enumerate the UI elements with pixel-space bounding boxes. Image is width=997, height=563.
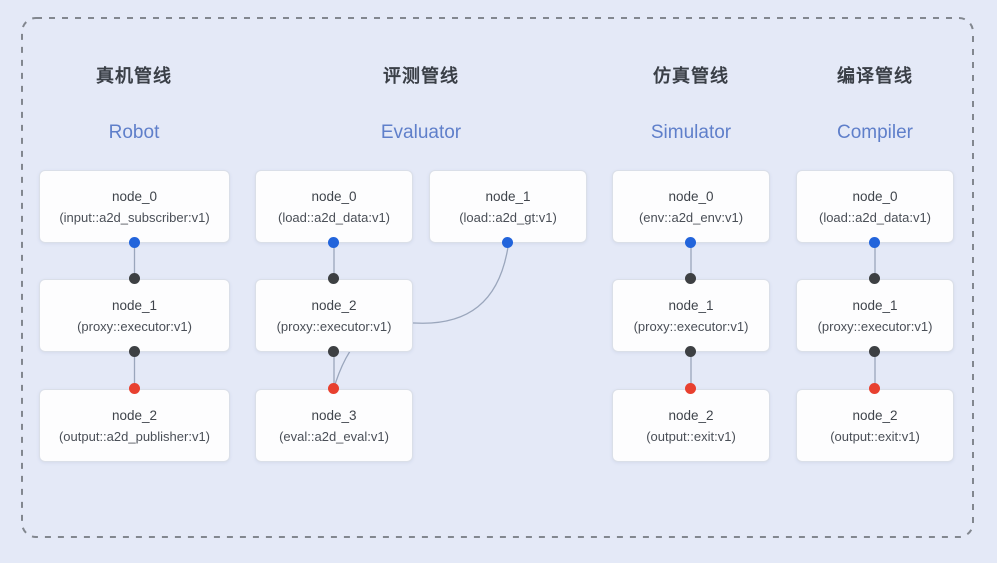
- evaluator-title-zh: 评测管线: [383, 66, 459, 86]
- node-detail: (proxy::executor:v1): [633, 318, 749, 334]
- node-detail: (proxy::executor:v1): [77, 318, 192, 334]
- node-detail: (output::exit:v1): [646, 428, 736, 444]
- compiler-title-zh: 编译管线: [837, 66, 913, 86]
- node-name: node_0: [668, 188, 714, 204]
- node-name: node_2: [111, 407, 158, 423]
- evaluator-node1-output-port-dot: [502, 237, 513, 248]
- simulator-node0-output-port-dot: [685, 237, 696, 248]
- robot-node-1: node_1 (proxy::executor:v1): [39, 279, 230, 352]
- compiler-title-en: Compiler: [836, 122, 914, 143]
- evaluator-node2-input-port-dot: [328, 273, 339, 284]
- node-name: node_0: [311, 188, 357, 204]
- compiler-node0-output-port-dot: [869, 237, 880, 248]
- node-name: node_0: [111, 188, 158, 204]
- node-detail: (output::exit:v1): [830, 428, 920, 444]
- node-detail: (load::a2d_gt:v1): [459, 209, 557, 225]
- robot-node2-input-port-dot: [129, 383, 140, 394]
- evaluator-node-1: node_1 (load::a2d_gt:v1): [429, 170, 587, 243]
- evaluator-title-en: Evaluator: [380, 122, 462, 143]
- node-name: node_1: [485, 188, 531, 204]
- evaluator-node0-output-port-dot: [328, 237, 339, 248]
- node-name: node_2: [311, 297, 357, 313]
- node-detail: (eval::a2d_eval:v1): [279, 428, 389, 444]
- node-detail: (proxy::executor:v1): [817, 318, 933, 334]
- robot-node-0: node_0 (input::a2d_subscriber:v1): [39, 170, 230, 243]
- simulator-node-1: node_1 (proxy::executor:v1): [612, 279, 770, 352]
- node-name: node_2: [852, 407, 898, 423]
- node-detail: (load::a2d_data:v1): [818, 209, 932, 225]
- compiler-node1-output-port-dot: [869, 346, 880, 357]
- node-detail: (load::a2d_data:v1): [277, 209, 391, 225]
- node-name: node_2: [668, 407, 714, 423]
- simulator-title-zh: 仿真管线: [653, 66, 729, 86]
- simulator-node2-input-port-dot: [685, 383, 696, 394]
- simulator-node-2: node_2 (output::exit:v1): [612, 389, 770, 462]
- robot-node-2: node_2 (output::a2d_publisher:v1): [39, 389, 230, 462]
- evaluator-node-2: node_2 (proxy::executor:v1): [255, 279, 413, 352]
- robot-title-en: Robot: [108, 122, 160, 143]
- node-name: node_3: [311, 407, 357, 423]
- evaluator-node3-input-port-dot: [328, 383, 339, 394]
- simulator-node-0: node_0 (env::a2d_env:v1): [612, 170, 770, 243]
- node-detail: (env::a2d_env:v1): [638, 209, 744, 225]
- node-name: node_1: [668, 297, 714, 313]
- compiler-node1-input-port-dot: [869, 273, 880, 284]
- node-detail: (input::a2d_subscriber:v1): [59, 209, 210, 225]
- compiler-node2-input-port-dot: [869, 383, 880, 394]
- node-name: node_0: [852, 188, 898, 204]
- robot-node1-input-port-dot: [129, 273, 140, 284]
- node-name: node_1: [852, 297, 898, 313]
- simulator-title-en: Simulator: [650, 122, 732, 143]
- compiler-node-0: node_0 (load::a2d_data:v1): [796, 170, 954, 243]
- robot-node0-output-port-dot: [129, 237, 140, 248]
- compiler-node-1: node_1 (proxy::executor:v1): [796, 279, 954, 352]
- evaluator-node2-output-port-dot: [328, 346, 339, 357]
- node-detail: (proxy::executor:v1): [276, 318, 392, 334]
- simulator-node1-output-port-dot: [685, 346, 696, 357]
- node-name: node_1: [111, 297, 158, 313]
- evaluator-node-3: node_3 (eval::a2d_eval:v1): [255, 389, 413, 462]
- node-detail: (output::a2d_publisher:v1): [58, 428, 211, 444]
- robot-title-zh: 真机管线: [96, 66, 172, 86]
- robot-node1-output-port-dot: [129, 346, 140, 357]
- compiler-node-2: node_2 (output::exit:v1): [796, 389, 954, 462]
- evaluator-node-0: node_0 (load::a2d_data:v1): [255, 170, 413, 243]
- simulator-node1-input-port-dot: [685, 273, 696, 284]
